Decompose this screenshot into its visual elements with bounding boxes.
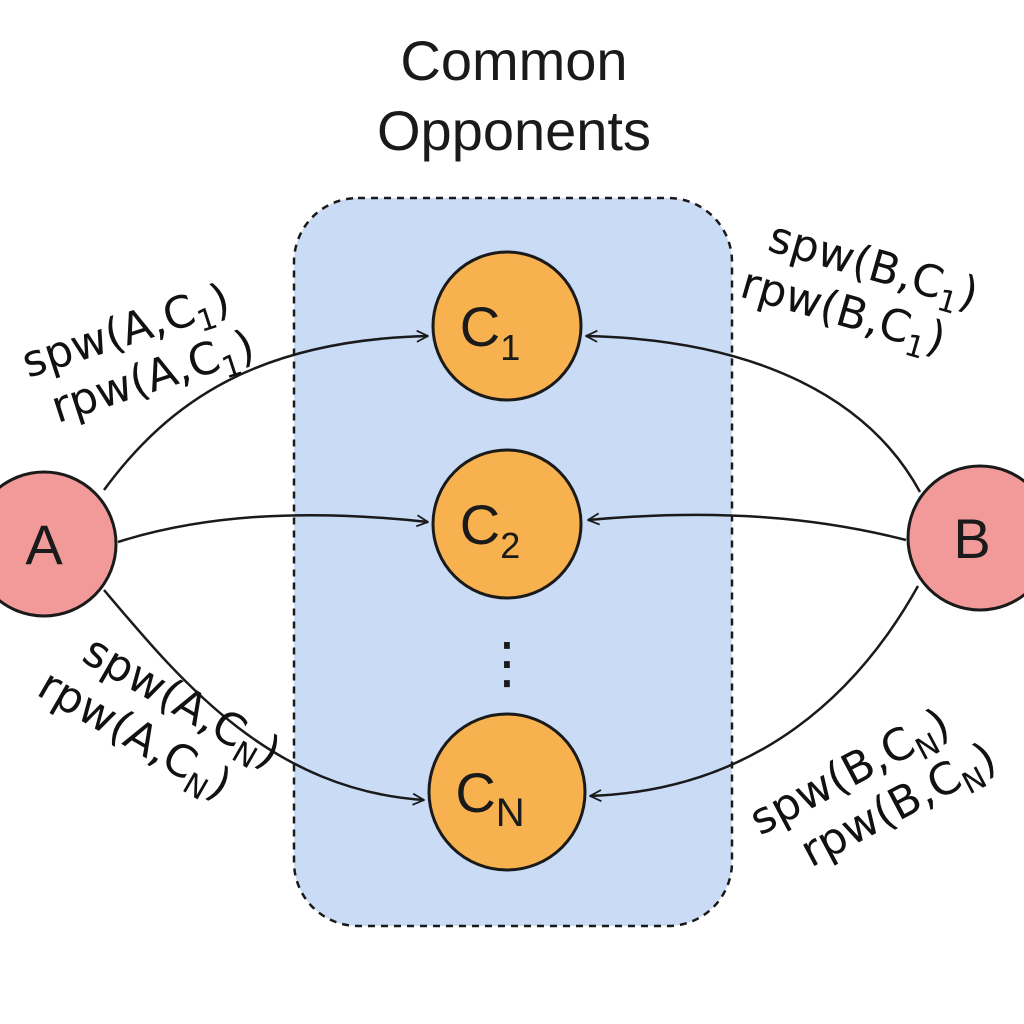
svg-text:C1: C1 [460,295,520,368]
edge-a-cn [103,589,425,806]
player-a-label: A [25,513,63,576]
opponents-ellipsis: ⋮ [479,631,535,696]
opponent-c1-base: C [460,295,500,358]
opponent-node-c2: C2 [431,448,583,600]
player-node-b: B [906,464,1024,612]
opponent-c1-sub: 1 [500,327,520,368]
opponent-c2-base: C [460,493,500,556]
opponent-cn-sub: N [496,791,525,835]
edge-a-c2 [117,513,429,544]
diagram-title-line-2: Opponents [377,99,651,162]
edge-label-b-c1: spw(B,C1) rpw(B,C1) [735,212,984,367]
opponent-node-c1: C1 [431,250,583,402]
edge-label-b-cn: spw(B,CN) rpw(B,CN) [741,698,1005,877]
player-b-label: B [953,507,990,570]
edge-b-c1 [585,329,922,493]
edge-b-c2 [587,512,907,542]
edge-label-a-c1: spw(A,C1) rpw(A,C1) [16,273,261,433]
edge-b-cn [589,585,920,802]
edge-a-c1 [102,329,429,491]
opponent-cn-base: C [455,761,495,824]
diagram-title-line-1: Common [400,29,627,92]
player-node-a: A [0,470,118,618]
svg-text:CN: CN [455,761,524,835]
opponent-c2-sub: 2 [500,525,520,566]
opponent-node-cn: CN [427,712,587,872]
edge-label-a-cn: spw(A,CN) rpw(A,CN) [29,625,289,810]
svg-text:C2: C2 [460,493,520,566]
